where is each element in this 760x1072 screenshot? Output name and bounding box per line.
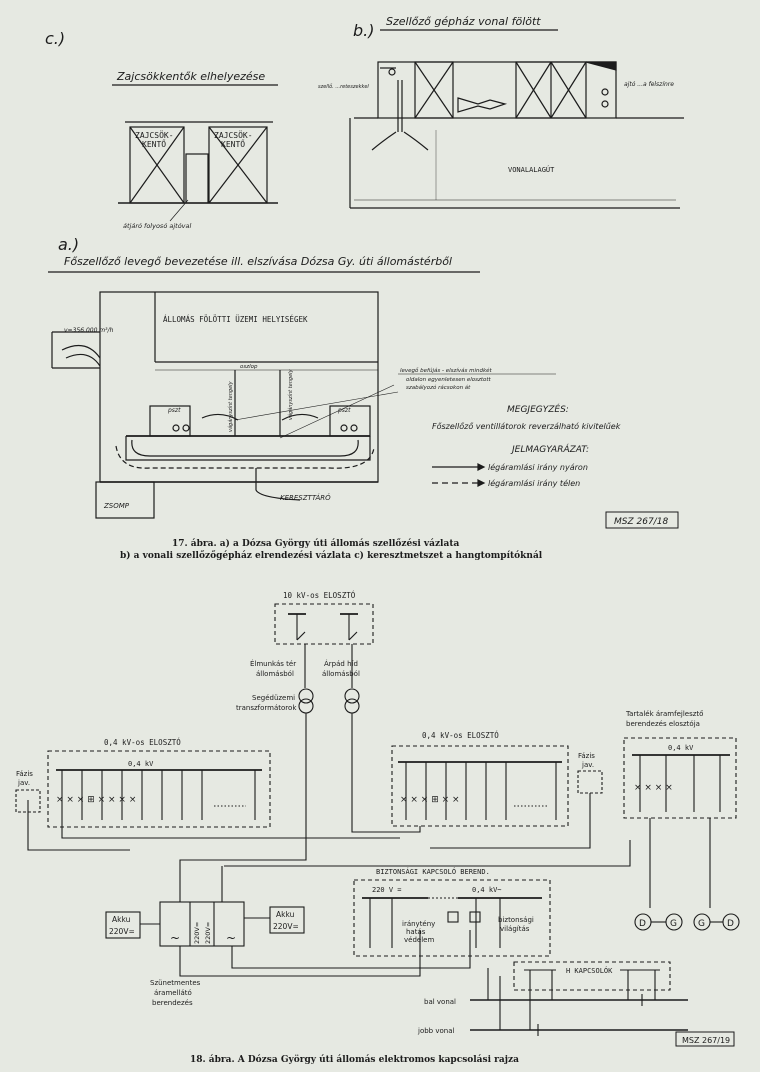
airflow-rate: v=356.000 m³/h — [64, 327, 114, 334]
tunnel-label: VONALALAGÚT — [508, 165, 555, 174]
safety-lighting: biztonsági világítás — [498, 916, 536, 933]
sump-label: ZSOMP — [103, 502, 130, 510]
legend-summer-label: légáramlási irány nyáron — [488, 462, 588, 472]
machine-2: G — [670, 919, 677, 929]
legend-summer: légáramlási irány nyáron — [432, 462, 588, 472]
figure-17: c.) Zajcsökkentők elhelyezése ZAJCSÖK-KE… — [45, 15, 684, 561]
ups-label: Szünetmentes áramellátó berendezés — [150, 979, 203, 1007]
label-c: c.) — [45, 29, 65, 48]
pszt-2: pszt — [337, 407, 351, 414]
axis-1-label: vágányszínt tengely — [227, 380, 234, 432]
door-label: átjáró folyosó ajtóval — [123, 222, 192, 230]
legend-title: JELMAGYARÁZAT: — [510, 443, 589, 455]
legend-winter: légáramlási irány télen — [432, 478, 580, 488]
standard-18: MSZ 267/19 — [682, 1036, 730, 1045]
station-section — [51, 291, 399, 519]
v04ac-label: 0,4 kV~ — [472, 886, 502, 894]
svg-text:× × × ⊞ × ×: × × × ⊞ × × — [400, 795, 460, 805]
svg-text:× × × ⊞ × × × ×: × × × ⊞ × × × × — [56, 795, 136, 805]
silencer-2-label: ZAJCSÖK-KENTŐ — [214, 130, 253, 149]
caption-17-line2: b) a vonali szellőzőgépház elrendezési v… — [120, 550, 543, 561]
ups-v2: 220V= — [204, 922, 212, 944]
transformer-1 — [298, 688, 314, 704]
dist-04-left-label: 0,4 kV-os ELOSZTÓ — [104, 738, 181, 747]
h-switches: H KAPCSOLÓK — [566, 966, 613, 975]
machine-3: G — [698, 919, 705, 929]
ups-unit: ~ ~ 220V= 220V= — [159, 859, 471, 977]
c-title: Zajcsökkentők elhelyezése — [116, 70, 265, 83]
crossing-label: KERESZTTÁRÓ — [280, 493, 331, 502]
safety-switchgear: BIZTONSÁGI KAPCSOLÓ BEREND. — [376, 867, 490, 876]
b-right-note: ajtó ...a felszínre — [624, 81, 674, 88]
b-title: Szellőző gépház vonal fölött — [386, 15, 541, 28]
dist-10kv-label: 10 kV-os ELOSZTÓ — [283, 591, 356, 600]
ups-tilde-2: ~ — [226, 931, 236, 945]
fan-house — [354, 61, 684, 151]
dist-04-right-label: 0,4 kV-os ELOSZTÓ — [422, 731, 499, 740]
a-title: Főszellőző levegő bevezetése ill. elszív… — [64, 255, 452, 268]
reserve-v: 0,4 kV — [668, 744, 694, 752]
caption-17-line1: 17. ábra. a) a Dózsa György úti állomás … — [172, 538, 459, 549]
caption-18: 18. ábra. A Dózsa György úti állomás ele… — [190, 1054, 519, 1065]
remark-text: Főszellőző ventillátorok reverzálható ki… — [432, 421, 621, 431]
v220-label: 220 V = — [372, 886, 402, 894]
right-line: jobb vonal — [417, 1027, 454, 1035]
directional-protection: iránytény hatás védelem — [402, 920, 438, 944]
machine-1: D — [639, 919, 646, 929]
v04-left: 0,4 kV — [128, 760, 154, 768]
transformer-2 — [344, 688, 360, 704]
air-note: levegő befújás - elszívás mindkét oldalo… — [400, 367, 493, 391]
standard-17: MSZ 267/18 — [614, 517, 668, 527]
ups-tilde-1: ~ — [170, 931, 180, 945]
pillar-label: oszlop — [240, 364, 258, 370]
silencer-section — [118, 121, 278, 204]
left-feeders: × × × ⊞ × × × × — [56, 770, 256, 820]
label-b: b.) — [353, 21, 374, 40]
ups-v1: 220V= — [193, 922, 201, 944]
pszt-1: pszt — [167, 407, 181, 414]
legend-winter-label: légáramlási irány télen — [488, 478, 580, 488]
machine-4: D — [727, 919, 734, 929]
silencer-1-label: ZAJCSÖK-KENTŐ — [135, 130, 174, 149]
b-left-note: szellő. ...reteszekkel — [318, 84, 369, 90]
svg-text:× × × ×: × × × × — [634, 783, 673, 793]
right-feeders: × × × ⊞ × × — [400, 762, 557, 820]
rooms-label: ÁLLOMÁS FÖLÖTTI ÜZEMI HELYISÉGEK — [163, 315, 308, 324]
axis-2-label: vágányszínt tengely — [287, 368, 294, 420]
remark-title: MEGJEGYZÉS: — [507, 403, 569, 415]
label-a: a.) — [58, 235, 79, 254]
left-line: bal vonal — [424, 998, 456, 1006]
generator-sets: D G G D — [634, 913, 740, 931]
